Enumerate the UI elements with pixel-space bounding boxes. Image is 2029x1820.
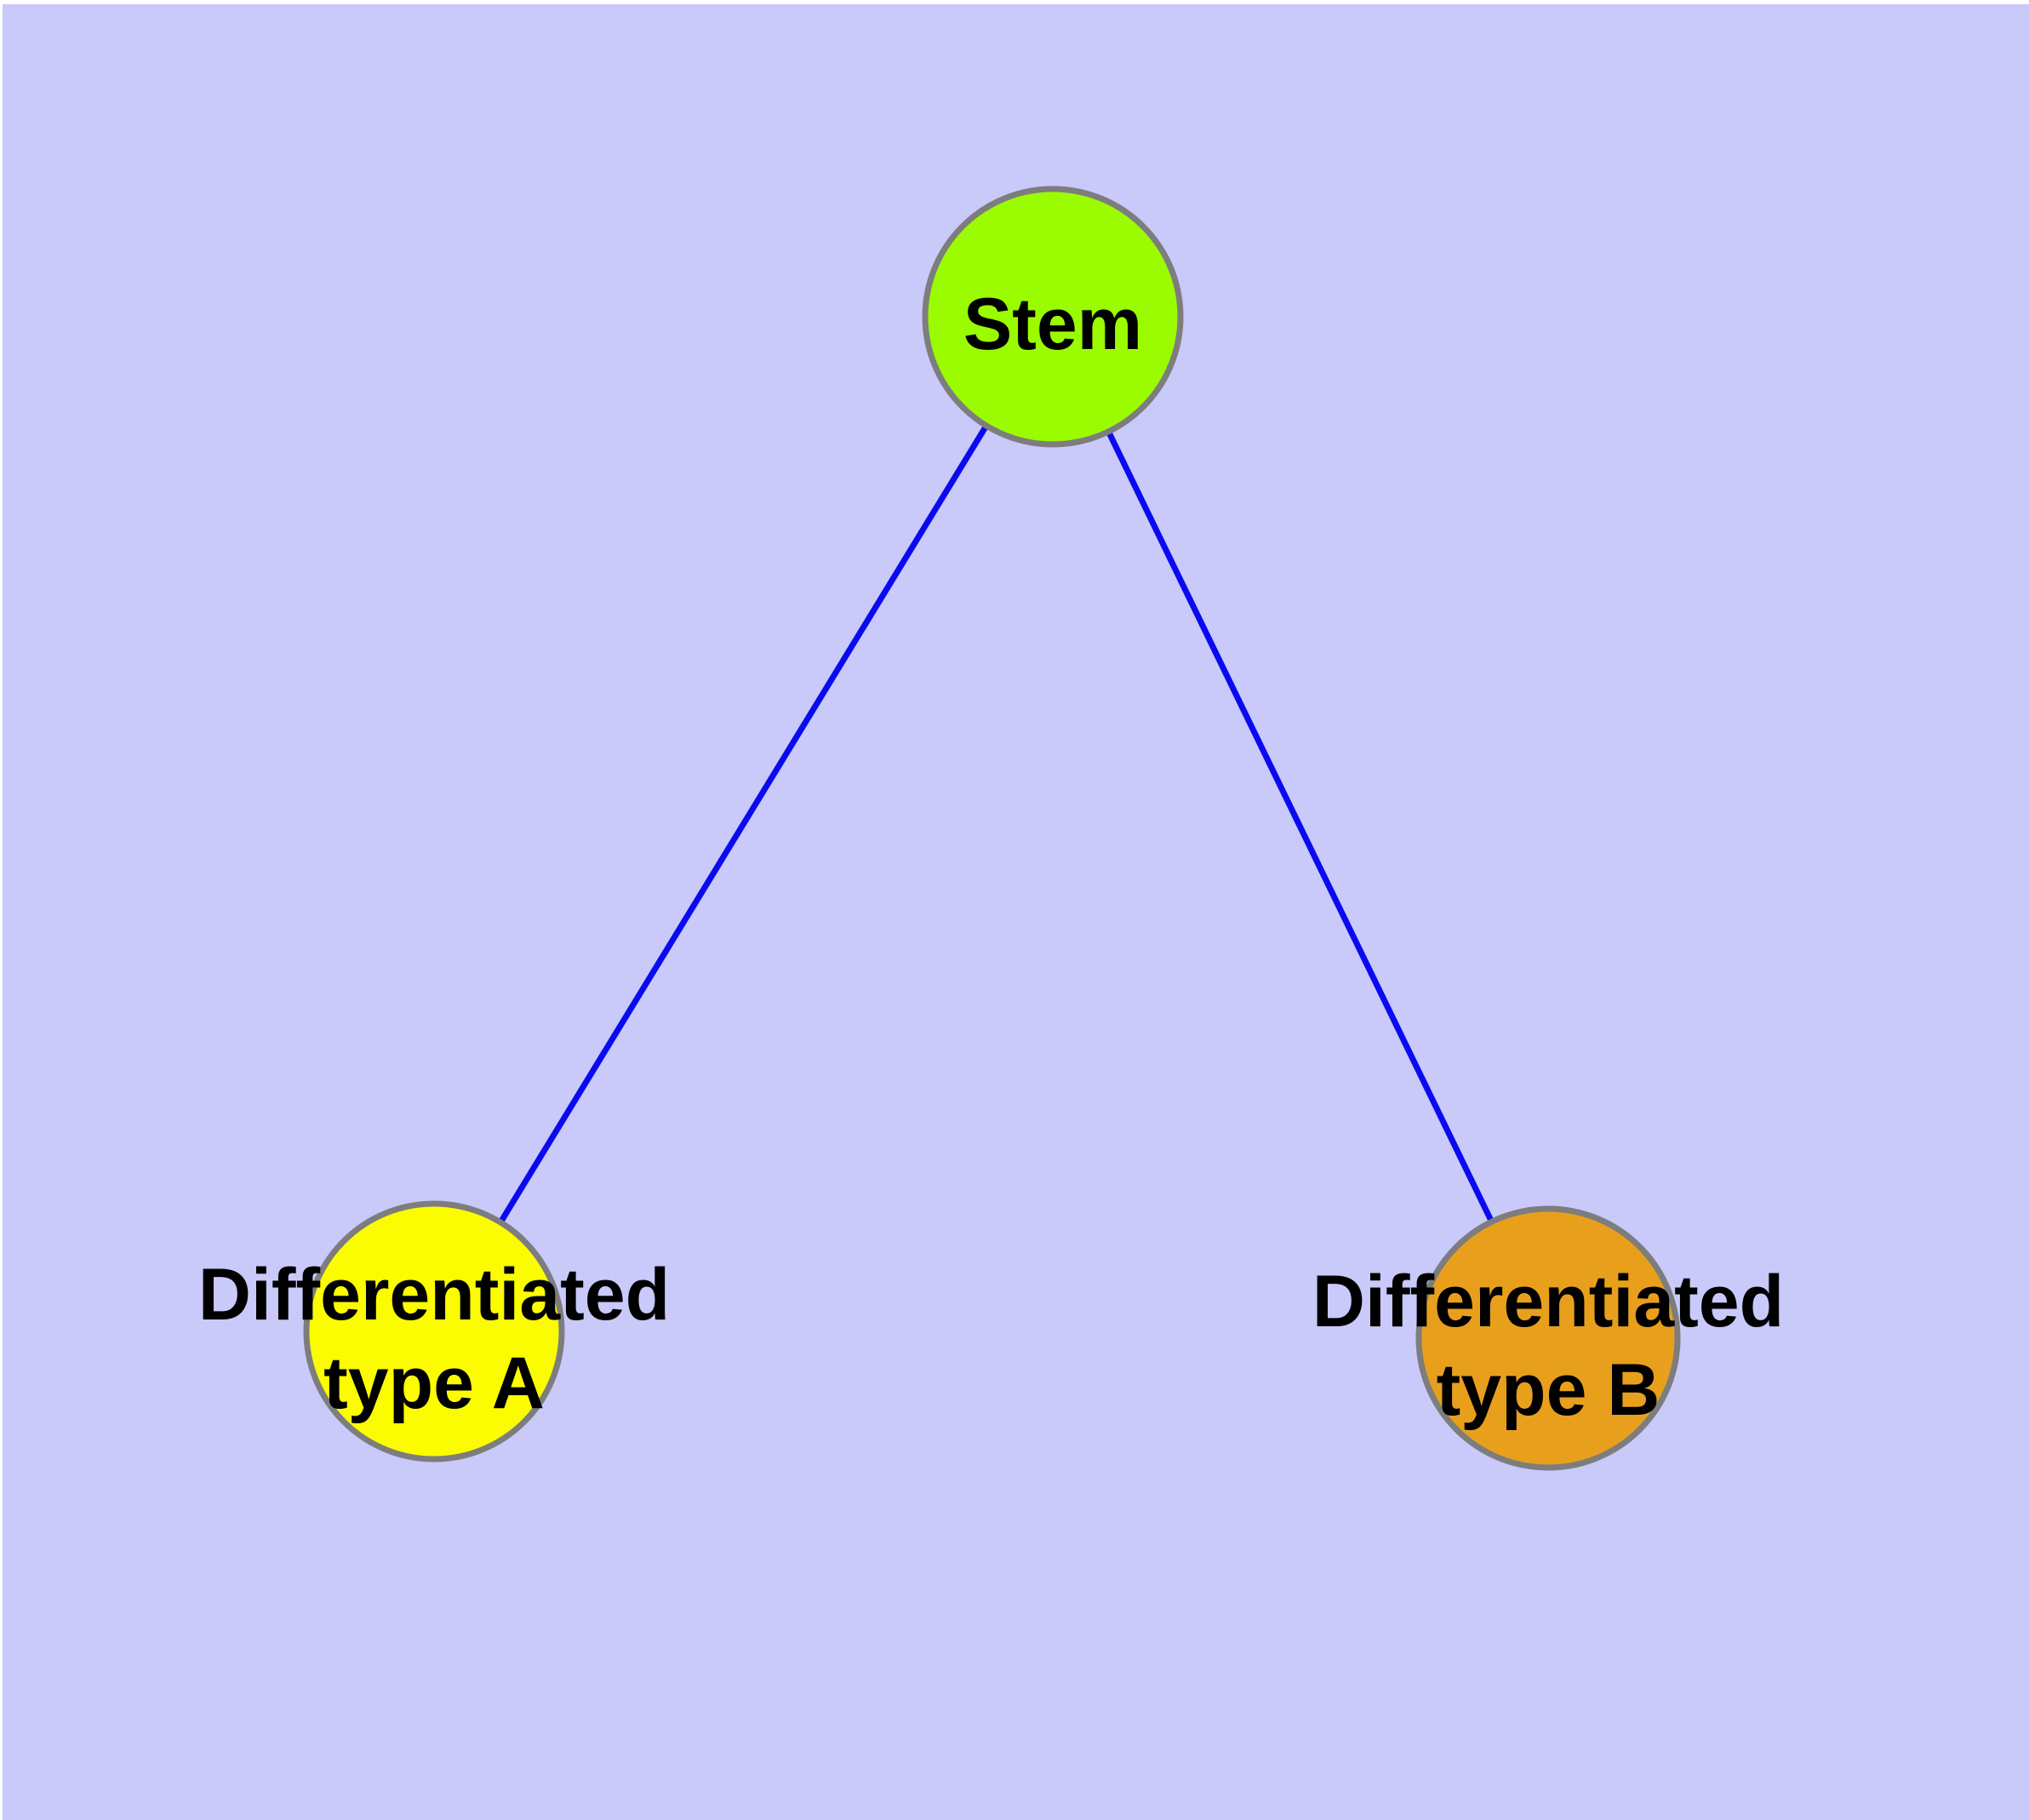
node-label-stem: Stem [963,283,1142,365]
edge-stem-type-b [1049,315,1552,1340]
node-type-b[interactable] [1415,1205,1681,1471]
edge-stem-type-a [432,315,1055,1333]
node-label-type-a-line-1: Differentiated [198,1254,670,1336]
node-label-stem-line-1: Stem [963,283,1142,365]
node-stem[interactable] [922,186,1184,448]
node-type-a[interactable] [303,1200,565,1462]
node-label-type-b-line-2: type B [1437,1349,1660,1431]
node-label-type-b-line-1: Differentiated [1312,1261,1784,1342]
node-label-type-a-line-2: type A [323,1342,545,1424]
